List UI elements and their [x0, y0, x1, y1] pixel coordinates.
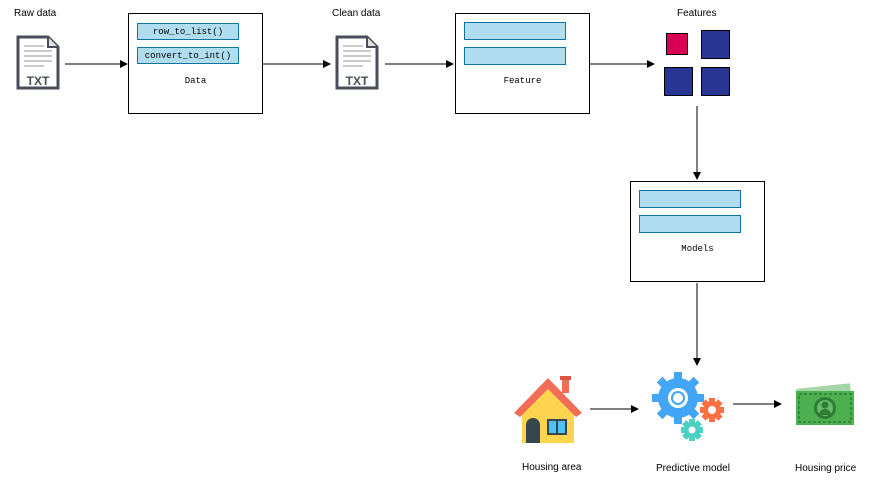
- feature-square-navy-3: [701, 67, 730, 96]
- housing-area-label: Housing area: [522, 462, 582, 473]
- function-bar-2: convert_to_int(): [137, 47, 239, 64]
- feature-square-navy-1: [701, 30, 730, 59]
- housing-price-label: Housing price: [795, 463, 857, 474]
- features-label: Features: [677, 8, 717, 19]
- function-label-1: row_to_list(): [152, 26, 224, 37]
- txt-file-icon: TXT: [335, 35, 379, 90]
- feature-box: Feature: [455, 13, 590, 114]
- function-bar-1: row_to_list(): [137, 23, 239, 40]
- txt-file-label: TXT: [346, 74, 369, 88]
- models-box: Models: [630, 181, 765, 282]
- models-box-title: Models: [681, 244, 714, 254]
- feature-square-navy-2: [664, 67, 693, 96]
- feature-box-title: Feature: [503, 76, 542, 86]
- function-label-2: convert_to_int(): [144, 50, 232, 61]
- data-box: row_to_list() convert_to_int() Data: [128, 13, 263, 114]
- txt-file-icon: TXT: [16, 35, 60, 90]
- money-icon: [796, 383, 854, 425]
- txt-file-label: TXT: [27, 74, 50, 88]
- clean-data-label: Clean data: [332, 8, 381, 19]
- data-box-title: Data: [184, 76, 207, 86]
- house-icon: [514, 376, 582, 443]
- raw-data-label: Raw data: [14, 8, 57, 19]
- predictive-model-label: Predictive model: [656, 463, 730, 474]
- models-bar-1: [639, 190, 741, 208]
- feature-bar-1: [464, 22, 566, 40]
- feature-square-pink: [666, 33, 688, 55]
- gears-icon: [652, 372, 724, 441]
- models-bar-2: [639, 215, 741, 233]
- feature-bar-2: [464, 47, 566, 65]
